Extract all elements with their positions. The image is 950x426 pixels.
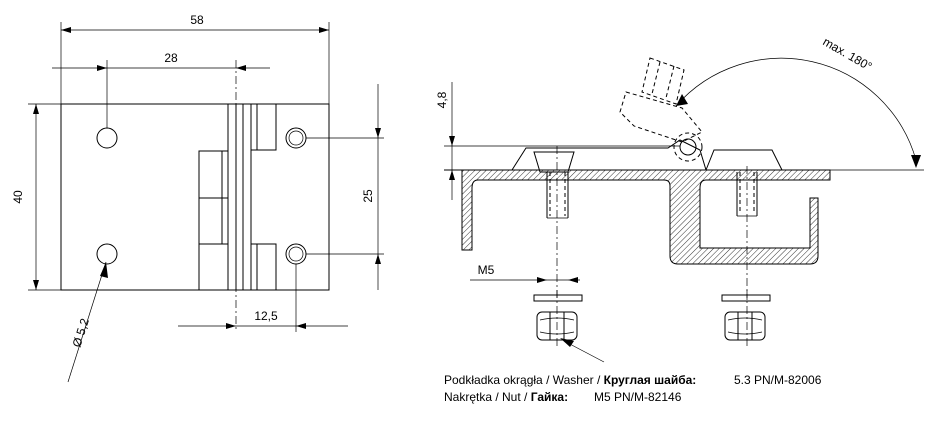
caption-line1-ru: Круглая шайба:	[604, 373, 697, 387]
washer-left	[533, 294, 583, 302]
nut-right	[724, 311, 766, 341]
dim-thickness: 4,8	[435, 91, 449, 108]
hole-left-bottom	[96, 243, 118, 265]
dim-overall-width: 58	[190, 13, 204, 27]
dim-half-width: 28	[164, 51, 178, 65]
hinge-plate-outline	[60, 103, 330, 291]
dim-hole-diameter: Ø 5,2	[70, 316, 92, 349]
svg-text:Podkładka okrągła / Washer / К: Podkładka okrągła / Washer / Круглая шай…	[444, 373, 696, 387]
dim-height: 40	[11, 190, 25, 204]
hole-left-top	[96, 127, 118, 149]
dim-hole-offset: 12,5	[254, 309, 278, 323]
caption: Podkładka okrągła / Washer / Круглая шай…	[444, 373, 822, 404]
top-view: 58 28 40 25 12,5 Ø 5,2	[11, 13, 384, 383]
washer-right	[721, 294, 771, 302]
svg-text:Nakrętka / Nut / Гайка:: Nakrętka / Nut / Гайка:	[444, 390, 568, 404]
dim-thread: M5	[478, 263, 495, 277]
caption-line2-ru: Гайка:	[531, 390, 568, 404]
dim-max-angle: max. 180°	[821, 34, 875, 73]
opened-leaf-dashed	[619, 57, 703, 143]
dim-hole-spacing: 25	[361, 189, 375, 203]
caption-line2-std: M5 PN/M-82146	[594, 390, 682, 404]
caption-line1-std: 5.3 PN/M-82006	[734, 373, 822, 387]
caption-line2-pl-en: Nakrętka / Nut /	[444, 390, 531, 404]
side-view: max. 180° 4,8 M5	[435, 34, 924, 363]
caption-line1-pl-en: Podkładka okrągła / Washer /	[444, 373, 604, 387]
